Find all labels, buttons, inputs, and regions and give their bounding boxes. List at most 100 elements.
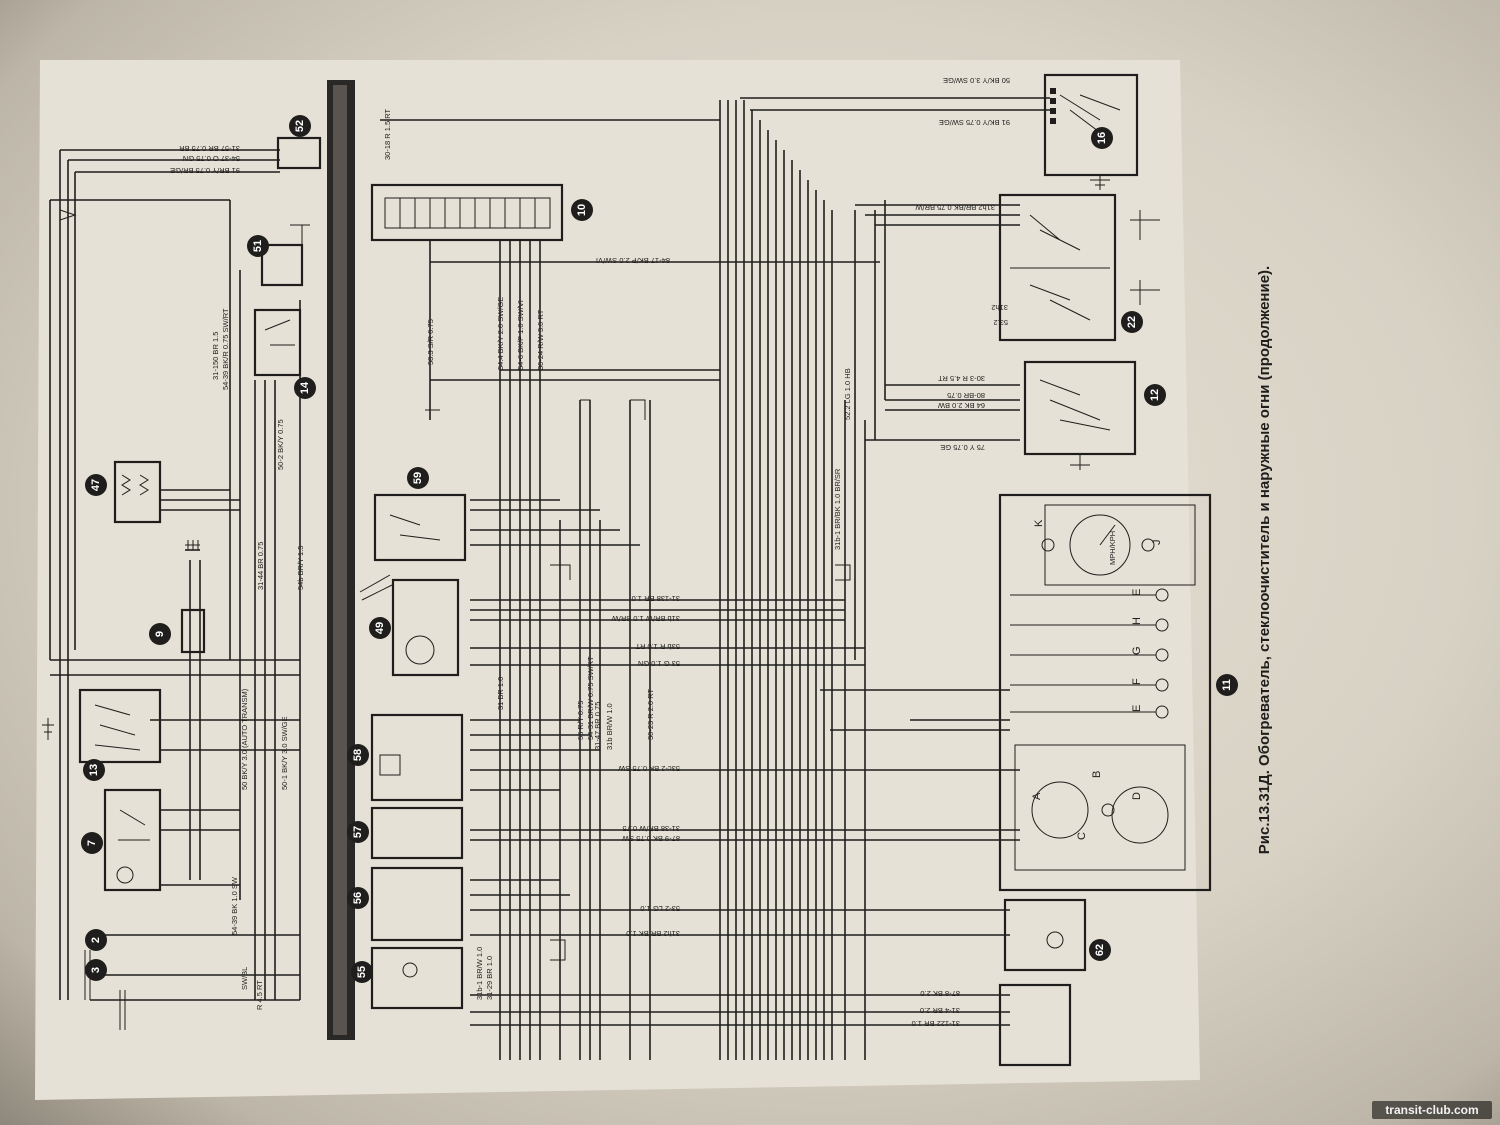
- switch-13: [94, 704, 141, 751]
- component-number: 52: [294, 120, 306, 132]
- wire-label: 75 Y 0.75 GE: [940, 443, 985, 452]
- wire-label: 31b BR/W 1.0: [605, 703, 614, 750]
- ground-12: [1070, 455, 1090, 470]
- wire-label: 54-6 BK/P 1.0 SW/VI: [516, 300, 525, 370]
- instrument-letter: K: [1033, 519, 1045, 527]
- gauge-a: [1031, 781, 1089, 839]
- lamp-55: [402, 962, 418, 978]
- component-number-badge: 58: [347, 744, 369, 766]
- wire-label: 31b-1 BR/W 1.0: [475, 947, 484, 1000]
- wire-label: 53c-2 BK 0.75 SW: [617, 764, 680, 773]
- component-number: 2: [90, 937, 102, 943]
- wire-label: 30-24 R/W 3.0 RT: [536, 309, 545, 370]
- wire-label: 31-47 BR 0.75: [593, 702, 602, 750]
- wire-label: 91 BR/Y 0.75 BR/GE: [170, 166, 240, 175]
- component-number-badge: 49: [369, 617, 391, 639]
- component-number-badge: 3: [85, 959, 107, 981]
- component-box-14: [253, 308, 302, 377]
- wire-label: 54b BR/Y 1.5: [296, 546, 305, 590]
- wire-label: SW/BL: [240, 967, 249, 990]
- wire-label: 30-23 R 2.0 RT: [646, 688, 655, 740]
- component-box-16: [1043, 73, 1139, 177]
- ground-51: [290, 224, 310, 245]
- wire-label: 31-122 BR 1.0: [912, 1019, 960, 1028]
- component-number-badge: 12: [1144, 384, 1166, 406]
- component-number: 47: [90, 479, 102, 491]
- ground-16: [1090, 175, 1110, 190]
- component-number-badge: 55: [351, 961, 373, 983]
- instrument-letter: G: [1131, 646, 1143, 655]
- gauge-frame: [1014, 744, 1186, 871]
- wire-label: 58.3 S/R 0.75: [426, 319, 435, 365]
- wire-label: 54-39 BK/R 0.75 SW/RT: [221, 308, 230, 390]
- component-number: 22: [1126, 316, 1138, 328]
- instrument-letter: F: [1131, 678, 1143, 685]
- relay-58-coil: [379, 754, 401, 776]
- component-number: 11: [1221, 679, 1233, 691]
- wire-label: 54-39 BK 1.0 SW: [230, 876, 239, 935]
- component-number: 3: [90, 967, 102, 973]
- wire-label: 54.4 BK/Y 2.0 SW/GE: [496, 297, 505, 370]
- switch-22-positions: [1130, 210, 1160, 305]
- component-box-11: [998, 493, 1212, 892]
- connector-c: [550, 564, 571, 580]
- lamp-62: [1046, 931, 1064, 949]
- wire-label: 31-38 BR/W 0.75: [622, 824, 680, 833]
- wire-label: 50-1 BK/Y 3.0 SW/GE: [280, 716, 289, 790]
- relay-59: [389, 514, 441, 541]
- component-number: 7: [86, 840, 98, 846]
- paper-sheet: [35, 60, 1200, 1100]
- wire-label: 87-8 BK 2.0: [920, 989, 960, 998]
- connector-a: [425, 400, 440, 420]
- wire-label: 64 BK 2.0 BW: [937, 401, 985, 410]
- instrument-letter: C: [1076, 832, 1088, 840]
- wire-label: 52.2 LG 1.0 HB: [843, 368, 852, 420]
- wire-label: 31-138 BR 1.0: [632, 594, 680, 603]
- wire-label-group: 50 BK/Y 3.0 SW/GE 91 BK/Y 0.75 SW/GE 31h…: [170, 76, 1010, 1028]
- wire-label: 31-29 BR 1.0: [485, 956, 494, 1000]
- wire-label: 91 BK/Y 0.75 SW/GE: [939, 118, 1010, 127]
- relay-14: [264, 319, 295, 346]
- wire-label: 54-31 BR/W 0.75 SW/RT: [586, 656, 595, 740]
- component-box-58: [370, 713, 464, 802]
- ground-9: [185, 540, 200, 550]
- splice-left: [59, 209, 77, 221]
- connector-e: [835, 564, 851, 581]
- motor-7: [116, 866, 134, 884]
- component-number: 58: [352, 749, 364, 761]
- speedometer-dial: [1069, 514, 1131, 576]
- switch-12-contacts: [1039, 379, 1111, 431]
- component-number-badge: 57: [347, 821, 369, 843]
- figure-caption: Рис.13.31Д. Обогреватель, стеклоочистите…: [1256, 265, 1273, 855]
- component-number-badge: 51: [247, 235, 269, 257]
- component-number-badge: 13: [83, 759, 105, 781]
- component-box-59: [373, 493, 467, 562]
- warning-lamps: [1041, 538, 1169, 817]
- wire-label: 53b R 1.0 RT: [635, 642, 680, 651]
- heater-47: [121, 474, 149, 496]
- wire-label: 53 G 1.0 GN: [638, 659, 680, 668]
- wire-label: 31b-1 BR/BK 1.0 BR/SR: [833, 468, 842, 550]
- component-number: 12: [1149, 389, 1161, 401]
- component-box-52: [276, 136, 322, 170]
- component-number: 59: [412, 472, 424, 484]
- wire-label: 31h2: [991, 303, 1008, 312]
- component-number-badge: 14: [294, 377, 316, 399]
- component-number: 56: [352, 892, 364, 904]
- wire-label: 50-2 BK/Y 0.75: [276, 419, 285, 470]
- instrument-letter: J: [1151, 540, 1163, 546]
- wire-label: 30-18 R 1.5 RT: [383, 108, 392, 160]
- component-number: 55: [356, 966, 368, 978]
- wire-label: 53.2: [993, 318, 1008, 327]
- wire-label: 31h2 BR/BK 1.0: [626, 929, 680, 938]
- component-box-12: [1023, 360, 1137, 456]
- wire-label: 30-3 R 4.5 RT: [938, 374, 985, 383]
- wire-label: 87-9 BK 0.75 SW: [621, 834, 680, 843]
- component-box-10: [370, 183, 564, 242]
- component-number-badge: 11: [1216, 674, 1238, 696]
- component-number-badge: 10: [571, 199, 593, 221]
- relay-7: [118, 809, 150, 841]
- wire-label: 50 BK/Y 3.0 (AUTO TRANSM): [240, 688, 249, 790]
